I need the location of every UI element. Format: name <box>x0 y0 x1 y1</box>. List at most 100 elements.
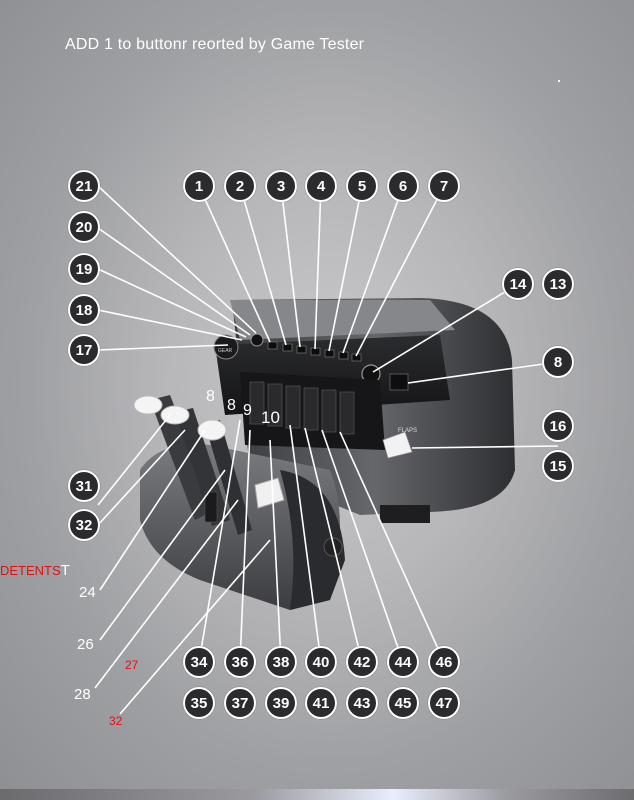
callout-badge-20: 20 <box>68 211 100 243</box>
callout-badge-46: 46 <box>428 646 460 678</box>
callout-badge-37: 37 <box>224 687 256 719</box>
leader-line <box>280 185 301 348</box>
leader-line <box>372 283 519 373</box>
callout-badge-2: 2 <box>224 170 256 202</box>
leader-line <box>355 185 445 357</box>
callout-badge-18: 18 <box>68 294 100 326</box>
rocker-switch <box>339 391 355 435</box>
callout-badge-40: 40 <box>305 646 337 678</box>
speck <box>558 80 560 82</box>
flaps-label: FLAPS <box>398 428 417 434</box>
callout-badge-32: 32 <box>68 509 100 541</box>
leader-line <box>407 361 559 384</box>
callout-badge-17: 17 <box>68 334 100 366</box>
page-title: ADD 1 to buttonr reorted by Game Tester <box>65 36 365 53</box>
panel-button <box>296 345 307 354</box>
leader-line <box>198 419 241 663</box>
label-26: 26 <box>77 636 94 653</box>
panel-button <box>282 343 293 352</box>
leader-line <box>239 429 251 663</box>
leader-line <box>94 499 239 689</box>
flaps-lever <box>382 431 413 459</box>
callout-badge-38: 38 <box>265 646 297 678</box>
tension-knob <box>323 537 343 557</box>
lever-label-8b: 8 <box>227 397 236 414</box>
leader-line <box>339 431 445 663</box>
lever-label-10: 10 <box>261 408 280 427</box>
quadrant-side <box>280 470 345 610</box>
callout-badge-13: 13 <box>542 268 574 300</box>
mount-clamp <box>380 505 430 523</box>
callout-badge-43: 43 <box>346 687 378 719</box>
leader-line <box>411 445 559 449</box>
gear-label: GEAR <box>218 348 233 354</box>
label-32: 32 <box>109 714 123 728</box>
leader-line <box>328 185 363 352</box>
callout-badge-31: 31 <box>68 470 100 502</box>
callout-badge-34: 34 <box>183 646 215 678</box>
callout-badge-4: 4 <box>305 170 337 202</box>
bottom-strip <box>0 789 634 800</box>
callout-badge-41: 41 <box>305 687 337 719</box>
leader-line <box>304 427 363 663</box>
panel-button <box>267 341 278 350</box>
rocker-switch <box>303 387 319 431</box>
callout-badge-39: 39 <box>265 687 297 719</box>
lever-handle <box>254 477 285 509</box>
leader-line <box>97 414 171 506</box>
detents-suffix: T <box>60 562 70 579</box>
callout-badge-16: 16 <box>542 410 574 442</box>
leader-line <box>97 227 251 336</box>
callout-badge-7: 7 <box>428 170 460 202</box>
lever-handle <box>133 395 163 415</box>
leader-line <box>289 424 322 663</box>
callout-badge-36: 36 <box>224 646 256 678</box>
callout-badge-6: 6 <box>387 170 419 202</box>
lever-arm <box>150 395 215 520</box>
label-27: 27 <box>125 658 139 672</box>
callout-badge-45: 45 <box>387 687 419 719</box>
callout-badge-15: 15 <box>542 450 574 482</box>
side-button <box>389 373 409 391</box>
leader-line <box>314 185 322 350</box>
leader-line <box>99 429 206 591</box>
detents-note: DETENTST <box>0 562 70 579</box>
rocker-switch <box>249 381 265 425</box>
lever-label-9: 9 <box>243 402 252 419</box>
leader-line <box>97 344 229 351</box>
panel-button <box>310 347 321 356</box>
lever-handle <box>160 405 190 425</box>
rocker-switch <box>285 385 301 429</box>
leader-line <box>269 439 282 663</box>
rocker-switch <box>267 383 283 427</box>
callout-badge-42: 42 <box>346 646 378 678</box>
rocker-switch <box>321 389 337 433</box>
callout-badge-21: 21 <box>68 170 100 202</box>
callout-badge-5: 5 <box>346 170 378 202</box>
callout-badge-14: 14 <box>502 268 534 300</box>
callout-badge-3: 3 <box>265 170 297 202</box>
lever-label-8a: 8 <box>206 388 215 405</box>
leader-line <box>97 309 243 341</box>
callout-badge-35: 35 <box>183 687 215 719</box>
leader-line <box>99 469 226 641</box>
leader-line <box>321 429 404 663</box>
label-24: 24 <box>79 584 96 601</box>
housing-top <box>230 300 455 340</box>
left-knob <box>250 333 264 347</box>
gear-switch <box>213 334 239 360</box>
leader-line <box>97 185 257 334</box>
leader-line <box>342 185 404 354</box>
detent-rack <box>204 491 218 523</box>
leader-line <box>97 429 186 526</box>
leader-line <box>198 185 271 343</box>
callout-badge-44: 44 <box>387 646 419 678</box>
leader-line <box>239 185 287 346</box>
callout-badge-8: 8 <box>542 346 574 378</box>
label-28: 28 <box>74 686 91 703</box>
callout-badge-47: 47 <box>428 687 460 719</box>
lever-handle <box>197 419 227 441</box>
lever-arm <box>205 420 252 535</box>
detents-text: DETENTS <box>0 563 61 578</box>
